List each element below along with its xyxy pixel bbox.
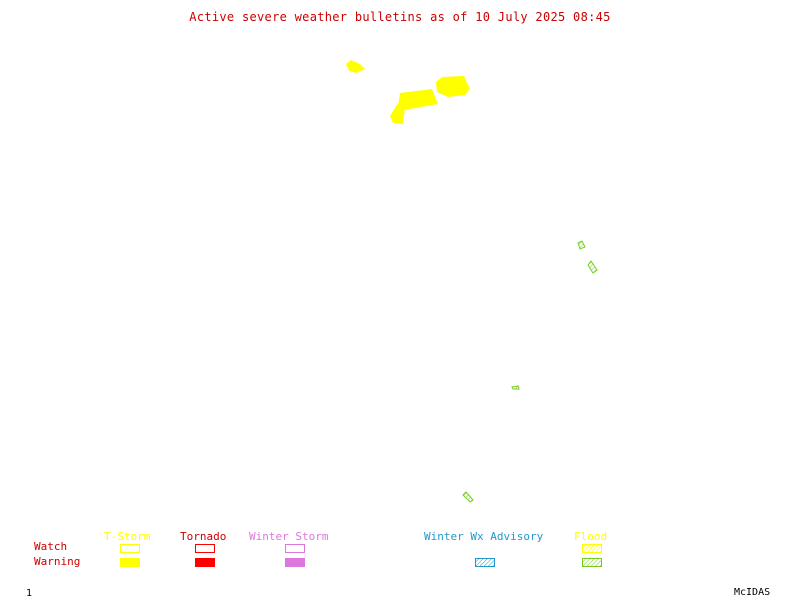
legend-tornado-heading: Tornado (180, 530, 227, 543)
legend-winter-storm-heading: Winter Storm (249, 530, 329, 543)
winter-storm-watch-swatch (285, 544, 305, 553)
flood-watch-swatch (582, 544, 602, 553)
software-label: McIDAS (734, 587, 771, 598)
tstorm-watch-swatch (120, 544, 140, 553)
tstorm-warning-area (436, 76, 470, 97)
legend-flood-heading: Flood (574, 530, 608, 543)
tstorm-warning-area (346, 60, 365, 73)
frame-number: 1 (26, 588, 33, 599)
map-title: Active severe weather bulletins as of 10… (189, 10, 611, 24)
flood-warning-area (462, 491, 474, 503)
tornado-watch-swatch (195, 544, 215, 553)
legend-winter-wx-advisory-heading: Winter Wx Advisory (424, 530, 544, 543)
flood-warning-area (577, 240, 586, 250)
tstorm-warning-area (390, 103, 405, 124)
tstorm-warning-area (398, 89, 438, 110)
legend-tstorm-heading: T-Storm (104, 530, 151, 543)
winter-storm-warning-swatch (285, 558, 305, 567)
winter-wx-advisory-swatch (475, 558, 495, 567)
tornado-warning-swatch (195, 558, 215, 567)
legend-warning-label: Warning (34, 555, 81, 568)
flood-warning-swatch (582, 558, 602, 567)
legend-watch-label: Watch (34, 540, 68, 553)
flood-warning-area (511, 385, 520, 390)
flood-warning-area (587, 260, 598, 274)
tstorm-warning-swatch (120, 558, 140, 567)
